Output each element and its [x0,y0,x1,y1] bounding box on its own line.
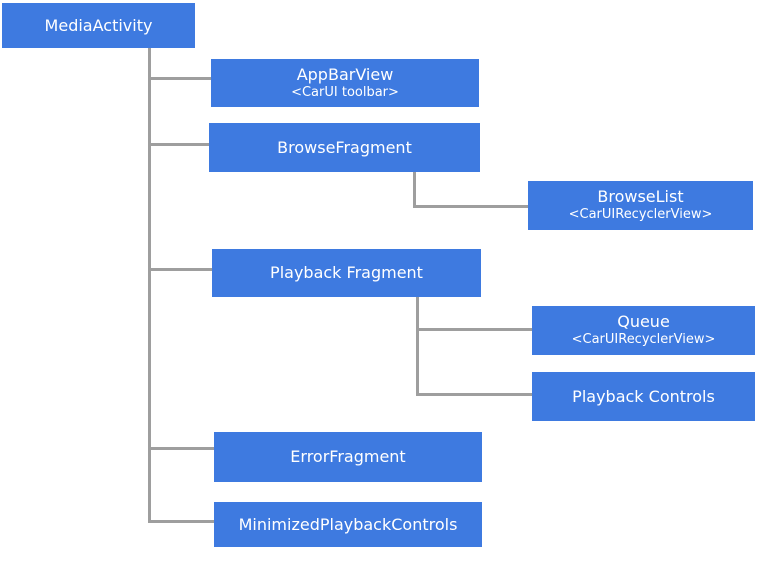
node-minimized-playback-controls: MinimizedPlaybackControls [214,502,482,547]
node-label: BrowseFragment [277,137,412,157]
node-media-activity: MediaActivity [2,3,195,48]
node-label: Queue [617,312,670,332]
connector-browselist-horizontal [413,205,528,208]
connector-trunk [148,48,151,523]
node-label: Playback Fragment [270,263,423,282]
node-label: ErrorFragment [290,447,406,466]
node-playback-fragment: Playback Fragment [212,249,481,297]
node-label: MediaActivity [44,15,153,35]
connector-branch-browsefragment [148,143,209,146]
connector-playback-subtrunk [416,297,419,396]
node-sublabel: <CarUI toolbar> [291,84,399,100]
connector-branch-playbackcontrols [416,393,532,396]
node-playback-controls: Playback Controls [532,372,755,421]
node-browse-list: BrowseList <CarUIRecyclerView> [528,181,753,230]
connector-browselist-vertical [413,172,416,208]
node-label: MinimizedPlaybackControls [238,514,458,534]
node-sublabel: <CarUIRecyclerView> [568,207,713,223]
node-app-bar-view: AppBarView <CarUI toolbar> [211,59,479,107]
connector-branch-errorfragment [148,447,214,450]
connector-branch-playbackfragment [148,268,212,271]
connector-branch-minimizedplaybackcontrols [148,520,214,523]
node-sublabel: <CarUIRecyclerView> [571,332,716,348]
node-label: Playback Controls [572,386,715,406]
node-browse-fragment: BrowseFragment [209,123,480,172]
node-label: AppBarView [296,64,394,84]
connector-branch-appbarview [148,77,211,80]
node-error-fragment: ErrorFragment [214,432,482,482]
node-queue: Queue <CarUIRecyclerView> [532,306,755,355]
node-label: BrowseList [597,187,684,207]
connector-branch-queue [416,328,532,331]
